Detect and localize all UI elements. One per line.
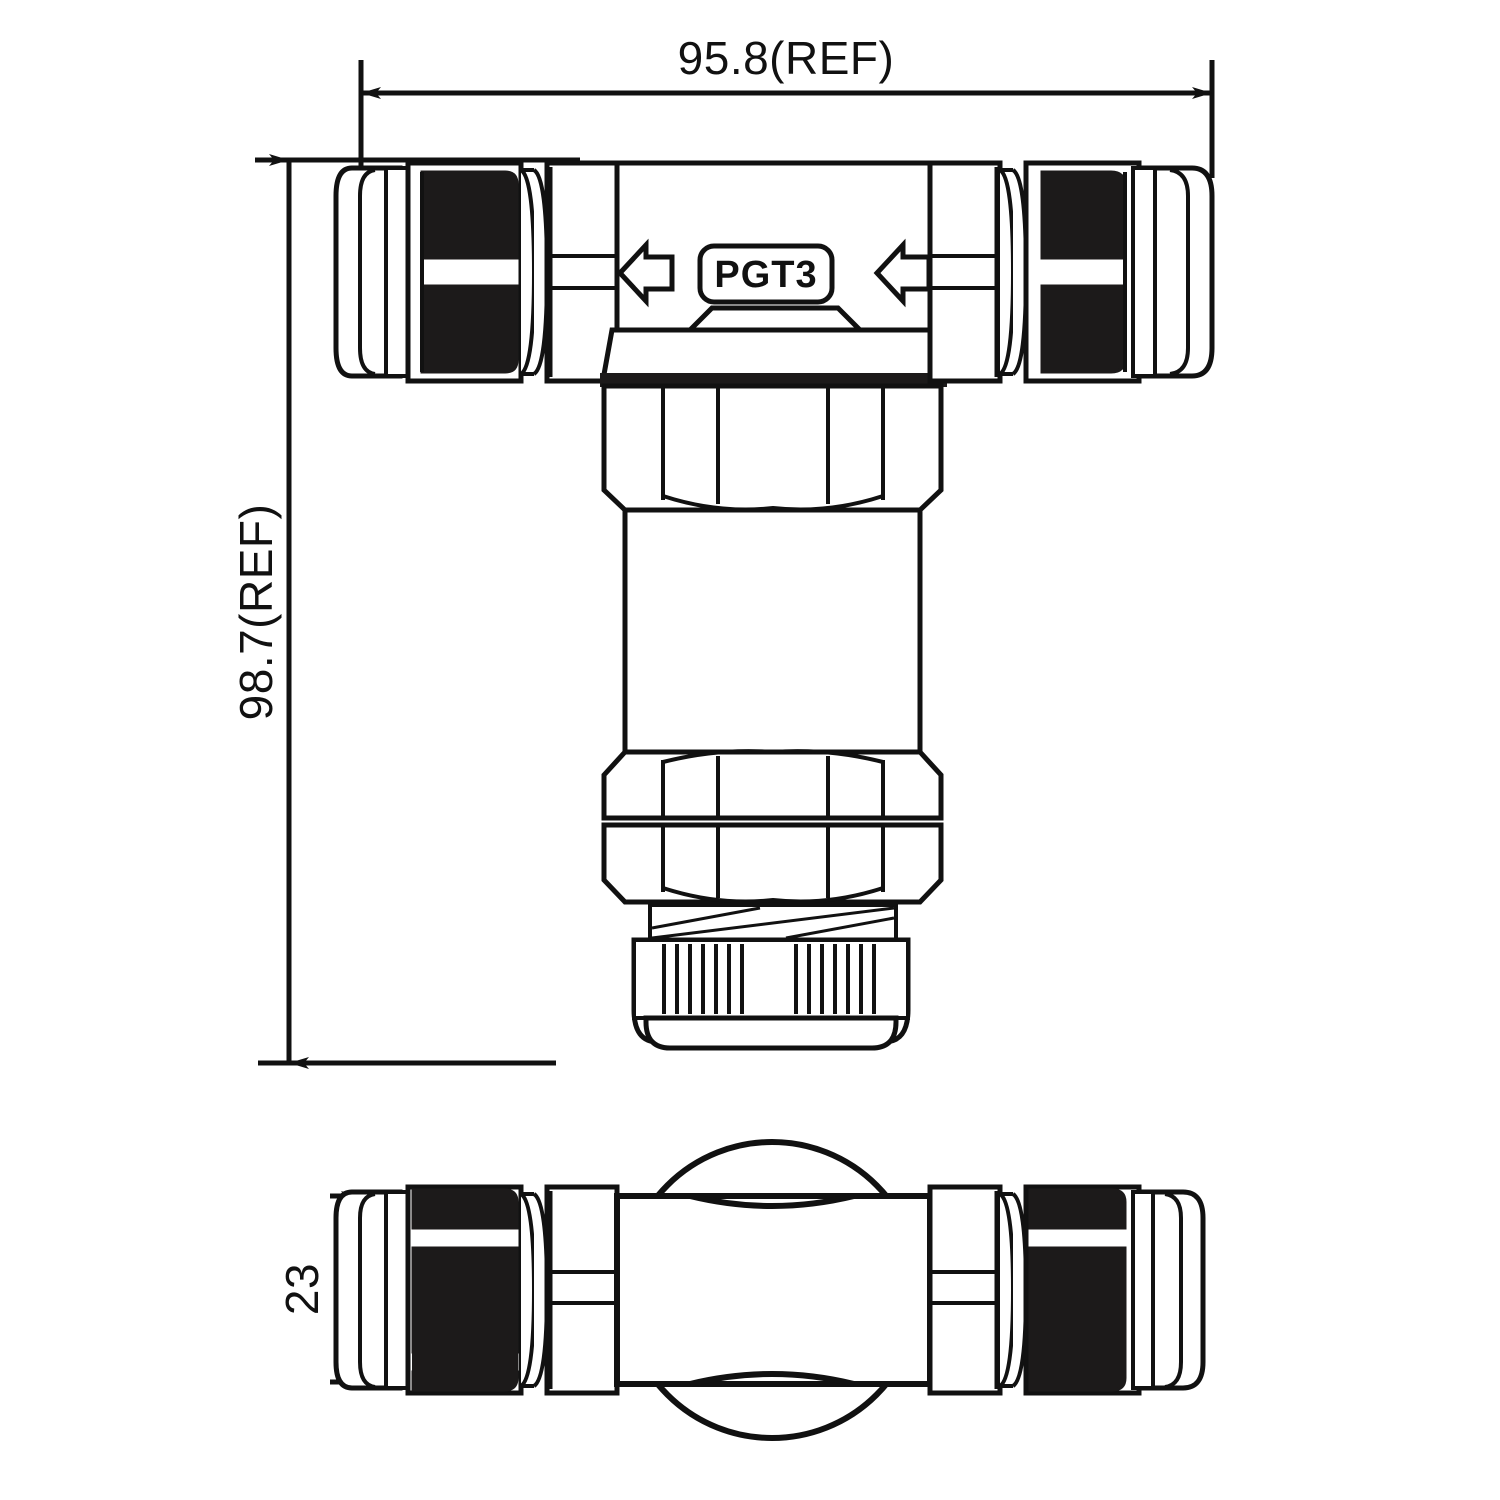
branch-cap-base: [643, 1015, 899, 1051]
branch-knurl-lines: [662, 944, 876, 1014]
right-hex-nut: [927, 160, 1003, 384]
bv-branch-top-seam: [689, 1193, 855, 1209]
branch-thread-helix-1: [651, 906, 895, 940]
branch-hex-nut-lower-b: [601, 822, 944, 905]
front-view: PGT3: [333, 160, 1215, 1051]
overall-height-dimension: [255, 154, 580, 1069]
pgt3-label-text: PGT3: [714, 254, 817, 296]
right-end-cap: [1136, 165, 1215, 379]
right-dark-nut-seg-bottom: [1040, 284, 1127, 374]
bv-left-dark-seg-1: [411, 1188, 519, 1230]
bv-branch-bottom-seam: [689, 1371, 855, 1387]
branch-lowerB-chamfer-arc: [662, 886, 884, 904]
bv-right-ferrule-left: [998, 1192, 1016, 1388]
left-cap-collar: [384, 166, 410, 378]
right-ferrule-left: [998, 168, 1016, 376]
bv-left-dark-seg-3b: [412, 1351, 518, 1373]
right-end-cap-inner-arc: [1169, 168, 1190, 376]
bv-left-end-cap-inner-arc: [358, 1192, 376, 1389]
bv-right-dark-seg-1: [1028, 1188, 1127, 1230]
bv-body-run: [614, 1193, 933, 1387]
bv-left-cap-collar: [384, 1190, 410, 1390]
bv-left-dark-seg-2: [411, 1246, 519, 1354]
bv-right-cap-collar: [1131, 1190, 1155, 1390]
right-dark-nut-seg-top: [1040, 170, 1127, 260]
bv-left-hex-nut: [544, 1184, 620, 1396]
branch-hex-nut-lower-a: [601, 749, 944, 821]
body-height-text: 23: [276, 1263, 328, 1315]
pgt3-label-box: [697, 243, 835, 305]
bv-right-dark-seg-3: [1028, 1350, 1127, 1392]
branch-lowerA-chamfer-arc: [662, 749, 884, 764]
bv-left-dark-seg-3: [411, 1370, 519, 1392]
overall-height-text: 98.7(REF): [230, 504, 282, 721]
right-cap-collar: [1131, 166, 1157, 378]
overall-width-text: 95.8(REF): [678, 32, 895, 84]
left-dark-nut-seg-bottom: [420, 284, 519, 374]
branch-thread-helix-3: [785, 916, 895, 940]
bv-right-hex-nut: [927, 1184, 1003, 1396]
flow-arrow-left-icon: [616, 238, 675, 308]
bv-left-ferrule-left: [519, 1192, 537, 1388]
left-dark-nut-seg-top: [420, 170, 519, 260]
bv-right-end-cap-inner-arc: [1164, 1192, 1183, 1389]
branch-hex-nut-upper: [601, 383, 944, 513]
branch-barrel: [622, 507, 923, 755]
bottom-view: [333, 1139, 1206, 1441]
branch-thread-helix-2: [651, 906, 761, 930]
left-ferrule-left: [519, 168, 537, 376]
body-flange-bar: [600, 327, 947, 383]
left-end-cap-inner-arc: [358, 168, 376, 376]
bv-right-dark-seg-2: [1028, 1246, 1127, 1354]
